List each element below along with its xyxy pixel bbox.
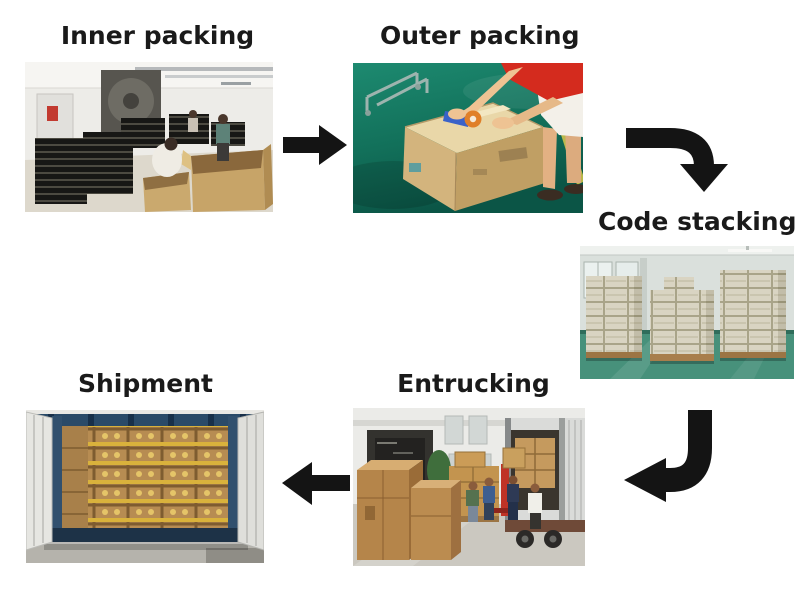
step-label-code-stacking: Code stacking — [598, 207, 797, 236]
step-label-outer-packing: Outer packing — [380, 21, 580, 50]
outer-packing-photo — [353, 63, 583, 213]
arrow-curve-right-down-icon — [622, 126, 738, 192]
code-stacking-photo — [580, 246, 794, 379]
shipment-photo — [26, 410, 264, 563]
entrucking-photo — [353, 408, 585, 566]
arrow-right-icon — [283, 125, 347, 165]
step-label-inner-packing: Inner packing — [60, 21, 255, 50]
step-label-entrucking: Entrucking — [397, 369, 550, 398]
arrow-curve-down-left-icon — [622, 408, 720, 510]
inner-packing-photo — [25, 62, 273, 212]
step-label-shipment: Shipment — [77, 369, 214, 398]
arrow-left-icon — [282, 462, 350, 505]
